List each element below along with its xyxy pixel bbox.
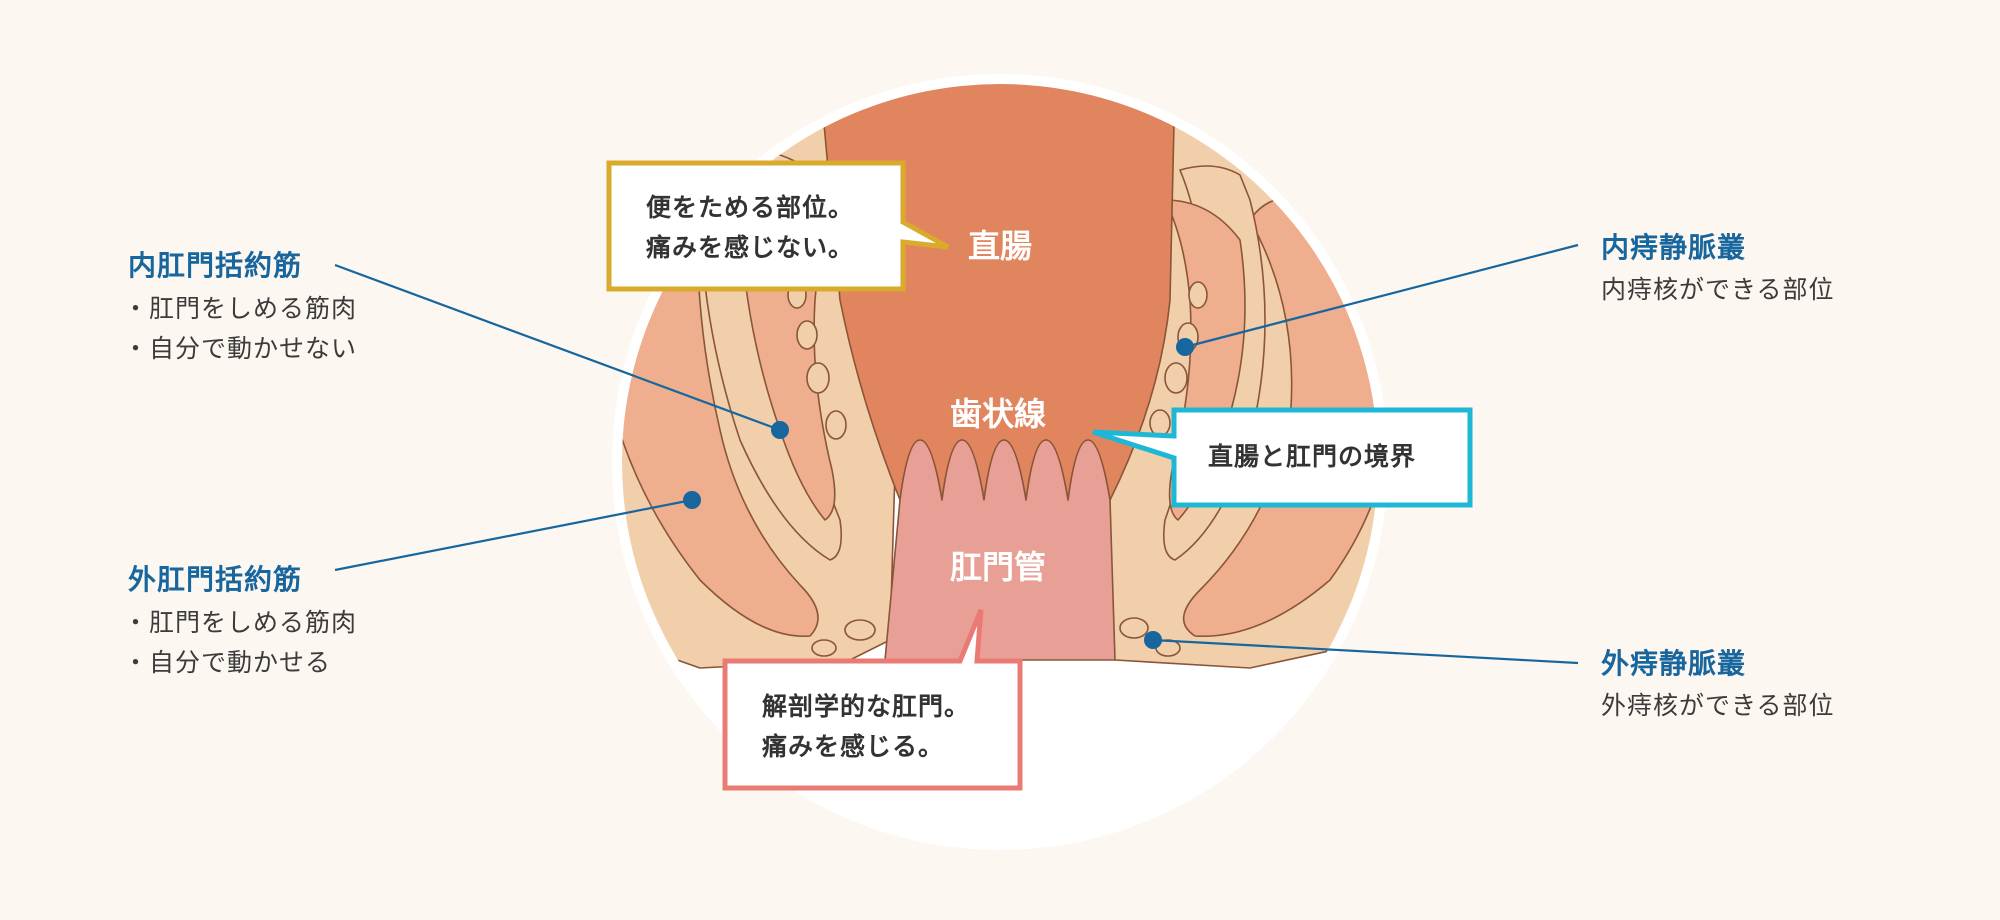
external-plexus-desc: 外痔核ができる部位 xyxy=(1601,691,1835,720)
internal-sphincter-desc-line: ・自分で動かせない xyxy=(123,334,358,363)
external-plexus-veins xyxy=(811,617,1181,657)
marker-internal-plexus xyxy=(1176,338,1194,356)
anal-callout-line: 解剖学的な肛門。 xyxy=(762,692,971,721)
internal-plexus-title: 内痔静脈叢 xyxy=(1601,231,1747,264)
internal-sphincter-title: 内肛門括約筋 xyxy=(128,249,303,282)
leader-internal-sphincter xyxy=(334,263,781,432)
anal-callout-text: 解剖学的な肛門。 痛みを感じる。 xyxy=(762,687,970,767)
leader-external-sphincter xyxy=(334,498,693,572)
anal-canal-label: 肛門管 xyxy=(950,548,1046,586)
external-sphincter-desc-line: ・自分で動かせる xyxy=(123,648,332,677)
dentate-callout-box xyxy=(1092,407,1473,508)
leader-internal-plexus xyxy=(1184,243,1579,349)
rectum-label: 直腸 xyxy=(968,227,1032,265)
marker-external-plexus xyxy=(1144,631,1162,649)
external-sphincter-desc: ・肛門をしめる筋肉 ・自分で動かせる xyxy=(123,603,357,683)
dentate-callout-line: 直腸と肛門の境界 xyxy=(1208,442,1417,471)
anal-callout-line: 痛みを感じる。 xyxy=(762,732,945,761)
anal-callout-box xyxy=(722,609,1023,791)
external-sphincter-title: 外肛門括約筋 xyxy=(128,563,303,596)
rectum-callout-box xyxy=(606,160,950,292)
marker-internal-sphincter xyxy=(771,421,789,439)
external-sphincter-desc-line: ・肛門をしめる筋肉 xyxy=(123,608,358,637)
marker-external-sphincter xyxy=(683,491,701,509)
leader-external-plexus xyxy=(1152,638,1579,665)
rectum-callout-line: 痛みを感じない。 xyxy=(646,233,855,262)
rectum-callout-line: 便をためる部位。 xyxy=(646,193,855,222)
dentate-callout-text: 直腸と肛門の境界 xyxy=(1208,437,1416,477)
internal-sphincter-desc-line: ・肛門をしめる筋肉 xyxy=(123,294,358,323)
rectum-callout-text: 便をためる部位。 痛みを感じない。 xyxy=(646,188,854,268)
internal-sphincter-desc: ・肛門をしめる筋肉 ・自分で動かせない xyxy=(123,289,357,369)
internal-plexus-desc: 内痔核ができる部位 xyxy=(1601,275,1835,304)
dentate-line-label: 歯状線 xyxy=(950,395,1046,433)
anal-canal-shape xyxy=(884,439,1116,661)
external-plexus-title: 外痔静脈叢 xyxy=(1601,647,1747,680)
